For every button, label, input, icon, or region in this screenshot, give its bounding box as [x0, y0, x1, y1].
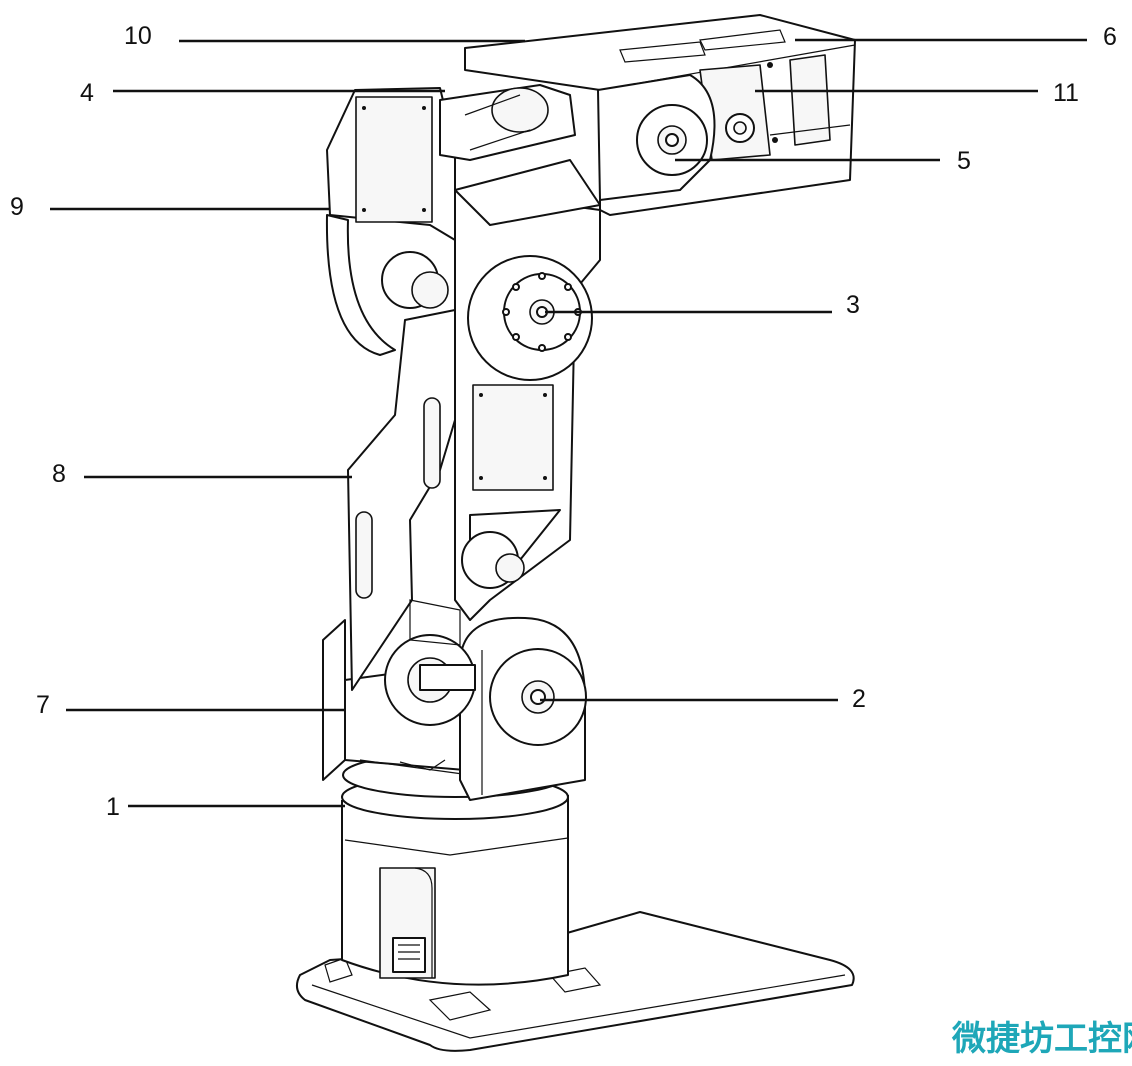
- parallel-link-plate: [347, 309, 456, 691]
- callout-label-4: 4: [80, 79, 94, 107]
- callout-label-6: 6: [1103, 23, 1117, 51]
- callout-label-5: 5: [957, 147, 971, 175]
- callout-label-7: 7: [36, 691, 50, 719]
- belt-drive: [439, 84, 601, 226]
- callout-label-11: 11: [1053, 79, 1079, 107]
- upper-arm-link: [454, 189, 601, 621]
- callout-label-10: 10: [124, 22, 152, 50]
- callout-label-3: 3: [846, 291, 860, 319]
- lower-pulley: [384, 599, 476, 726]
- base-housing: [341, 774, 569, 986]
- callout-label-8: 8: [52, 460, 66, 488]
- callout-label-2: 2: [852, 685, 866, 713]
- shoulder-cover: [325, 87, 456, 356]
- callout-label-9: 9: [10, 193, 24, 221]
- joint-3-disc: [467, 255, 593, 381]
- callout-labels: 1 2 3 4 5 6 7 8 9 10 11: [10, 22, 1117, 821]
- joint-5-pulley: [597, 74, 716, 201]
- base-plate: [295, 911, 855, 1052]
- joint-2-pulley: [459, 616, 587, 801]
- callout-leaders: [50, 38, 1087, 808]
- watermark: 微捷坊工控网: [951, 1019, 1132, 1059]
- callout-label-1: 1: [106, 793, 120, 821]
